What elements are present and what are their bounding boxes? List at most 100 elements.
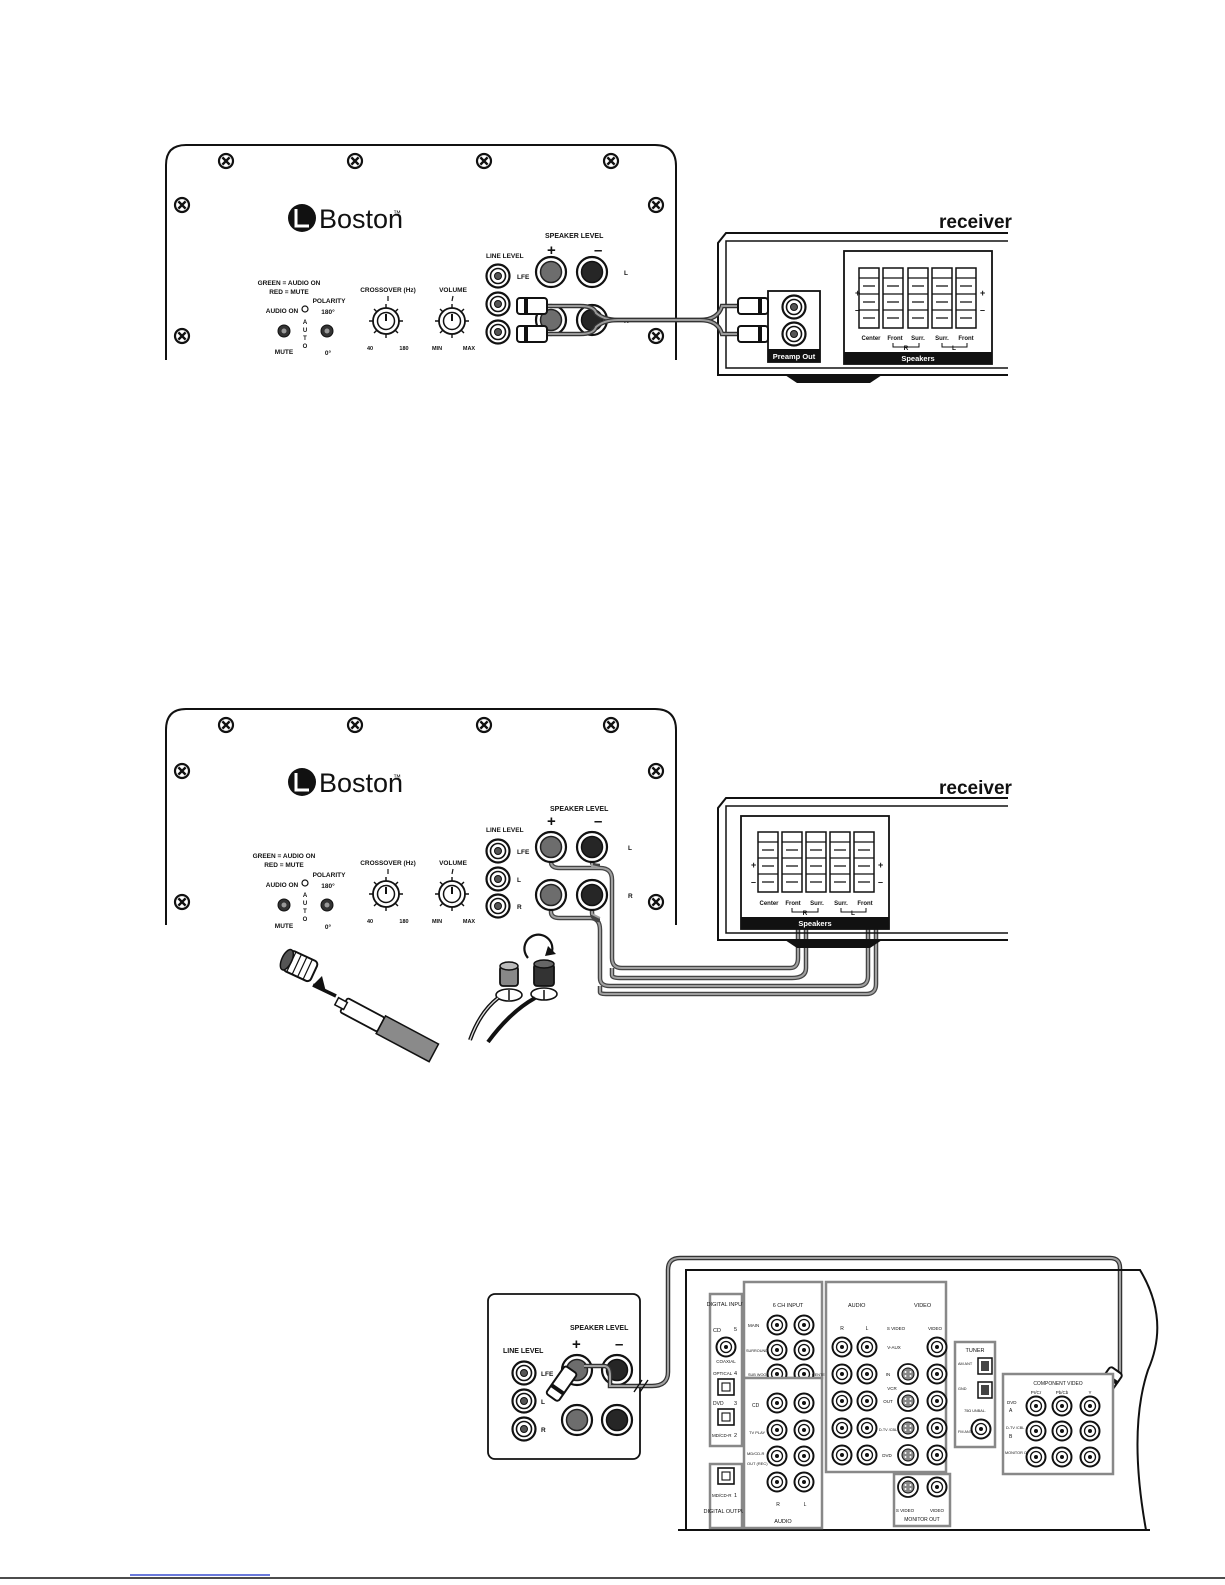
speaker-terminal (781, 831, 803, 893)
input-number: 4 (734, 1371, 737, 1377)
pb-cb-label: Pb/Cb (1056, 1390, 1069, 1395)
rca-jack (856, 1336, 878, 1358)
speaker-minus-post-r (600, 1403, 634, 1437)
mute-label: MUTE (275, 349, 294, 356)
speaker-level-label: SPEAKER LEVEL (545, 233, 604, 240)
rca-jack (856, 1390, 878, 1412)
terminal-plus: + (751, 860, 756, 870)
preamp-out-jack (781, 321, 807, 347)
rca-jack (793, 1392, 815, 1414)
am-ant-label: AM ANT (958, 1362, 973, 1366)
rca-jack (766, 1445, 788, 1467)
audio-switch (277, 324, 291, 338)
rca-jack (831, 1336, 853, 1358)
auto-letter: A (303, 320, 308, 326)
polarity-180-label: 180° (321, 308, 335, 316)
sub-woofer-label: SUB WOOFER (748, 1373, 774, 1377)
speaker-minus-post-l (575, 255, 609, 289)
auto-indicator (301, 879, 309, 887)
terminal-minus: – (878, 877, 883, 887)
diagram-av-receiver-connection: SPEAKER LEVEL + – LINE LEVEL LFE L R (487, 1255, 1159, 1531)
y-label: Y (1088, 1390, 1091, 1395)
speaker-minus-post-r (575, 878, 609, 912)
input-number: 2 (734, 1433, 737, 1439)
center-label: Center (861, 336, 881, 342)
optical-jack (717, 1467, 735, 1485)
group-r-label: R (803, 910, 808, 917)
speaker-plus-post-r (534, 878, 568, 912)
rca-plug (737, 325, 769, 343)
r-label: R (541, 1427, 546, 1434)
mute-label: MUTE (275, 923, 294, 930)
lfe-label: LFE (517, 274, 530, 281)
screw-icon (602, 716, 620, 734)
screw-icon (217, 152, 235, 170)
rca-jack (766, 1339, 788, 1361)
rca-jack (793, 1314, 815, 1336)
lfe-label: LFE (517, 849, 530, 856)
boston-logo: Boston ™ (288, 768, 403, 798)
audio-on-label: AUDIO ON (266, 308, 299, 315)
main-label: MAIN (748, 1323, 759, 1328)
r-jack (485, 893, 511, 919)
rca-jack (926, 1390, 948, 1412)
audio-switch (277, 898, 291, 912)
screw-icon (647, 196, 665, 214)
gnd-label: GND (958, 1387, 967, 1391)
auto-letter: T (303, 336, 307, 342)
speaker-plus-post-l (534, 255, 568, 289)
speaker-plus-post-r (560, 1403, 594, 1437)
terminal-minus: – (855, 305, 860, 315)
speaker-minus-post-l (600, 1353, 634, 1387)
auto-indicator (301, 305, 309, 313)
subwoofer-panel-outline (165, 708, 677, 925)
input-b-label: B (1009, 1434, 1013, 1440)
front-r-label: Front (785, 901, 800, 907)
polarity-180-label: 180° (321, 882, 335, 890)
screw-icon (173, 196, 191, 214)
monitor-out-label: MONITOR OUT (904, 1517, 939, 1523)
screw-icon (647, 893, 665, 911)
speaker-l-label: L (624, 270, 628, 277)
speaker-terminal (858, 267, 880, 329)
volume-knob (434, 303, 470, 339)
optical-jack (717, 1378, 735, 1396)
rca-jack (1079, 1420, 1101, 1442)
l-channel-mark: L (804, 1502, 807, 1508)
polarity-label: POLARITY (313, 872, 347, 879)
screw-icon (217, 716, 235, 734)
out-rec-label: OUT (REC) (747, 1461, 768, 1466)
surround-label: SURROUND (746, 1349, 768, 1353)
speaker-terminal (829, 831, 851, 893)
audio-label: AUDIO (848, 1303, 866, 1309)
input-number: 5 (734, 1327, 737, 1333)
rca-jack (793, 1445, 815, 1467)
speakers-label: Speakers (798, 919, 831, 928)
polarity-label: POLARITY (313, 298, 347, 305)
banana-plug-illustration (279, 948, 440, 1063)
s-video-jack (897, 1363, 919, 1385)
volume-label: VOLUME (439, 860, 467, 867)
rca-jack (831, 1417, 853, 1439)
lfe-cable (545, 1255, 1123, 1403)
subwoofer-panel-outline (165, 144, 677, 360)
rca-jack (1025, 1446, 1047, 1468)
l-channel-mark: L (866, 1326, 869, 1332)
dvd-label: DVD (882, 1453, 892, 1458)
speaker-plus-post-l (534, 830, 568, 864)
receiver-panel: + – + – Center Front Surr. Surr. Front R… (717, 797, 1008, 948)
rca-jack (926, 1336, 948, 1358)
binding-post-illustration (468, 933, 558, 1044)
led-legend-green: GREEN = AUDIO ON (258, 280, 321, 287)
rca-jack (926, 1363, 948, 1385)
unbal-label: 75Ω UNBAL. (964, 1409, 986, 1413)
minus-label: – (615, 1336, 623, 1353)
volume-max-label: MAX (463, 346, 476, 352)
speaker-level-label: SPEAKER LEVEL (550, 806, 609, 813)
speaker-minus-post-l (575, 830, 609, 864)
speaker-wire (548, 849, 879, 997)
md-cdr-label: MD/CD-R (747, 1451, 764, 1456)
auto-letter: U (303, 901, 307, 907)
lfe-label: LFE (541, 1371, 554, 1378)
r-jack (511, 1416, 537, 1442)
